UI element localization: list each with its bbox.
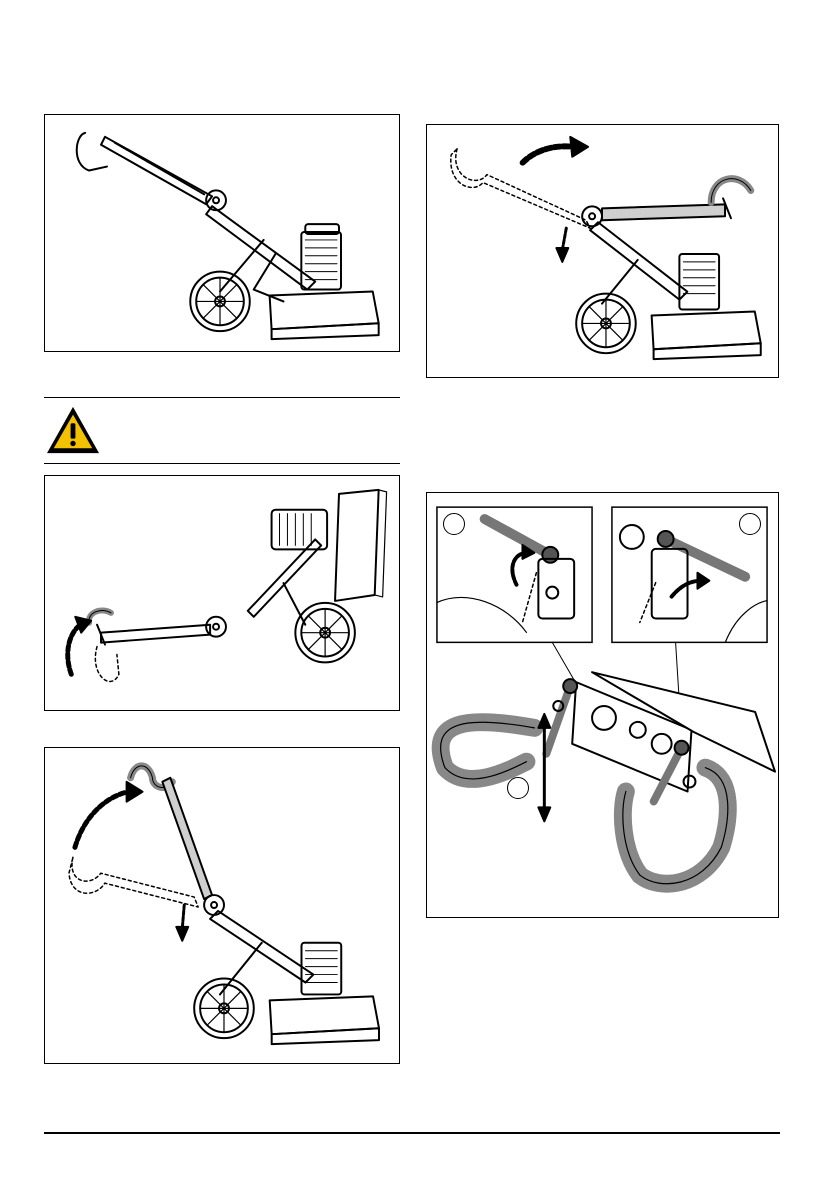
grinder-illustration — [45, 115, 399, 351]
figure-2-handle-unfold — [44, 475, 400, 711]
figure-4-handle-top — [426, 124, 779, 378]
clamp-detail-illustration — [427, 493, 778, 917]
callout-left — [443, 513, 465, 535]
grinder-illustration — [45, 476, 399, 710]
figure-5-clamp-levers — [426, 492, 779, 918]
warning-triangle-icon — [44, 404, 102, 456]
warning-top-rule — [44, 397, 400, 398]
figure-3-handle-raise — [44, 747, 400, 1064]
grinder-illustration — [45, 748, 399, 1063]
footer-rule — [44, 1132, 780, 1134]
warning-bottom-rule — [44, 463, 400, 464]
callout-right — [739, 513, 761, 535]
callout-bottom — [507, 777, 529, 799]
figure-1-grinder-transport — [44, 114, 400, 352]
grinder-illustration — [427, 125, 778, 377]
